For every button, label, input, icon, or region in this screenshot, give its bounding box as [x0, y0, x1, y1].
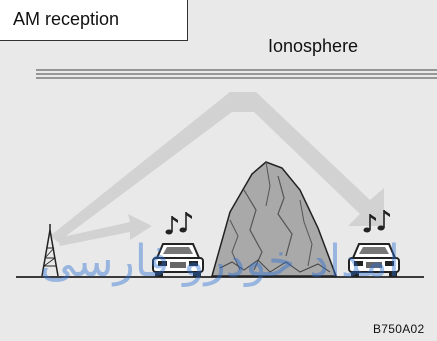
ionosphere-label: Ionosphere [268, 36, 359, 56]
sky-wave-arrow [50, 92, 384, 242]
radio-tower-icon [41, 224, 59, 277]
figure-code: B750A02 [373, 322, 425, 336]
mountain-icon [211, 161, 338, 277]
ionosphere-layer [36, 69, 437, 79]
music-note-icon [363, 210, 390, 233]
music-note-icon [165, 212, 192, 235]
car-icon [152, 243, 204, 277]
car-icon [348, 243, 400, 277]
diagram-title: AM reception [13, 9, 120, 29]
watermark: امداد خودرو فارسی [40, 236, 400, 287]
ground-wave-arrow [58, 214, 152, 246]
title-box: AM reception [0, 0, 188, 41]
